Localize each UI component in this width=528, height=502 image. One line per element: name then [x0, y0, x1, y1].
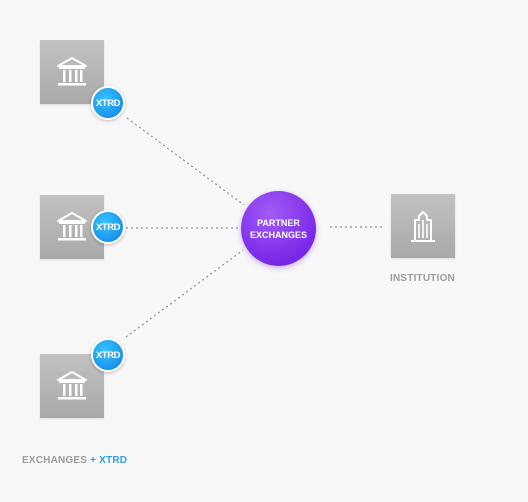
caption-main: EXCHANGES	[22, 455, 88, 466]
caption-brand: XTRD	[99, 455, 128, 466]
exchanges-caption: EXCHANGES + XTRD	[22, 455, 127, 466]
building-icon	[411, 211, 435, 242]
xtrd-badge: XTRD	[91, 338, 125, 372]
hub-label-line1: PARTNER	[257, 217, 300, 228]
exchange-node	[40, 195, 104, 259]
partner-exchanges-hub: PARTNER EXCHANGES	[241, 191, 316, 266]
connector-exchange-1-hub	[126, 117, 245, 206]
connector-exchange-3-hub	[125, 249, 244, 338]
institution-node	[391, 194, 455, 258]
hub-label-line2: EXCHANGES	[249, 229, 307, 240]
institution-label: INSTITUTION	[390, 273, 455, 284]
xtrd-badge: XTRD	[91, 86, 125, 120]
bank-icon	[57, 371, 87, 400]
bank-icon	[57, 57, 87, 86]
bank-icon	[57, 212, 87, 241]
caption-plus: +	[90, 455, 97, 466]
xtrd-badge: XTRD	[91, 210, 125, 244]
